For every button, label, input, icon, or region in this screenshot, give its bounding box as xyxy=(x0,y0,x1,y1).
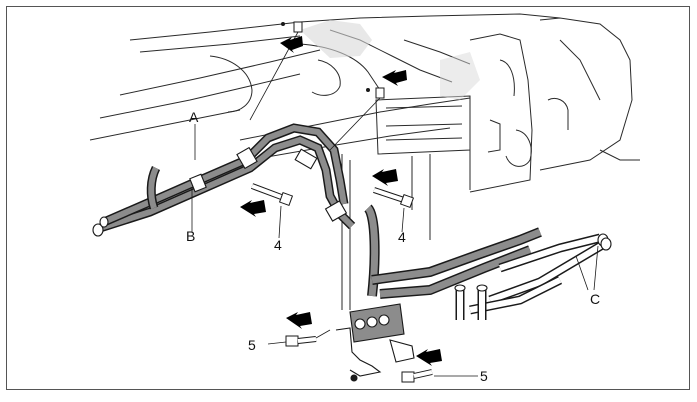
vehicle-underbody xyxy=(89,13,640,310)
callout-bolt-5-right: 5 xyxy=(480,368,488,384)
diagram-border xyxy=(6,6,690,390)
bolt-lower-right xyxy=(401,369,433,383)
callout-bolt-4-left: 4 xyxy=(274,237,282,253)
shaded-panels xyxy=(300,20,480,100)
pipe-assembly-left xyxy=(92,123,356,237)
callout-bolt-4-right: 4 xyxy=(398,229,406,245)
bolt-upper-right xyxy=(373,187,415,209)
arrow-lower-left xyxy=(286,312,312,329)
pipe-clamp-block xyxy=(335,303,415,382)
arrow-upper-right xyxy=(372,169,398,186)
bolt-upper-left xyxy=(250,183,294,207)
callout-C: C xyxy=(590,291,601,307)
arrow-top-1 xyxy=(280,36,303,53)
pipe-assembly-right xyxy=(363,204,612,320)
arrow-upper-left xyxy=(240,200,266,217)
direction-arrows xyxy=(240,36,442,366)
arrow-lower-right xyxy=(416,349,442,366)
bolt-top-2 xyxy=(366,87,385,99)
callout-bolt-5-left: 5 xyxy=(248,337,256,353)
callout-A: A xyxy=(189,109,199,125)
callout-B: B xyxy=(186,228,196,244)
bolt-top-1 xyxy=(281,21,303,33)
bolt-lower-left xyxy=(285,335,317,347)
arrow-top-2 xyxy=(382,70,407,86)
